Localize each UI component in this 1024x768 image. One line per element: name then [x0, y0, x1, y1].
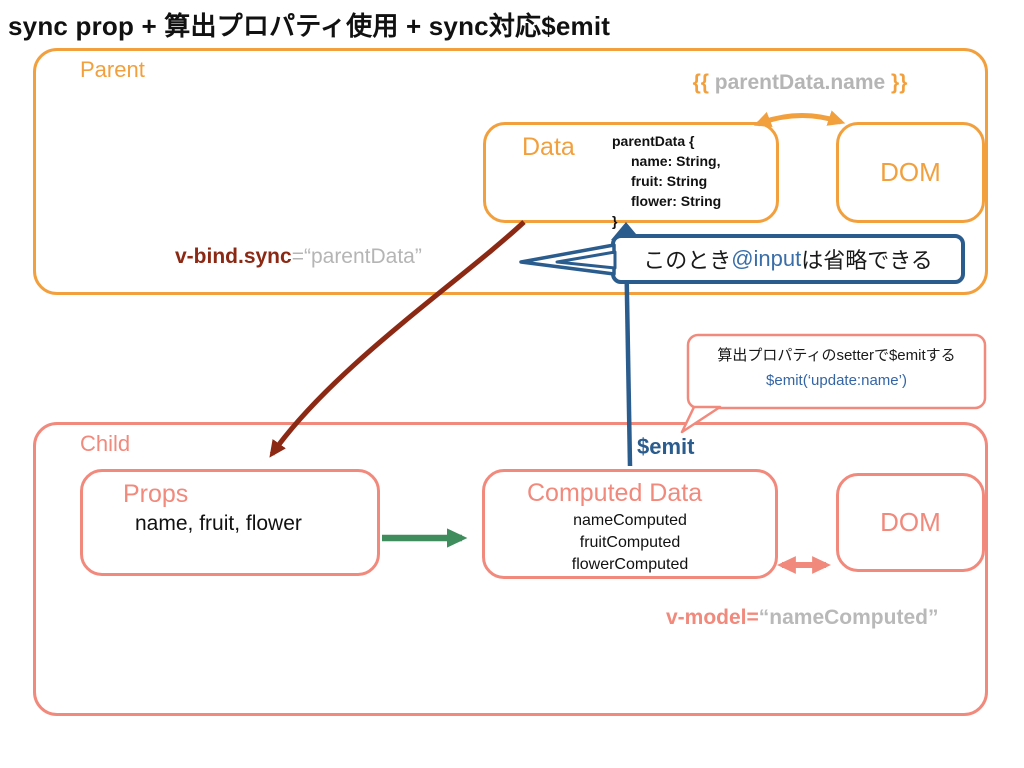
child-props-box: Props name, fruit, flower: [80, 469, 380, 576]
child-dom-label: DOM: [880, 507, 941, 537]
moustache-expression: parentData.name: [708, 71, 892, 94]
input-note-pre: このとき: [643, 248, 732, 273]
vmodel-value: “nameComputed”: [758, 606, 939, 629]
moustache-open: {{: [692, 71, 709, 94]
vbind-directive: v-bind.sync: [175, 245, 292, 268]
child-label: Child: [80, 431, 131, 456]
computed-value: fruitComputed: [579, 534, 681, 551]
computed-label: Computed Data: [527, 479, 703, 507]
vbind-value: =“parentData”: [291, 245, 422, 268]
child-computed-box: Computed Data nameComputed fruitComputed…: [482, 469, 778, 579]
input-note-code: @input: [731, 246, 802, 271]
computed-value: nameComputed: [573, 512, 687, 529]
props-values: name, fruit, flower: [135, 512, 302, 535]
vbind-sync-text: v-bind.sync=“parentData”: [175, 245, 422, 269]
emit-label: $emit: [637, 434, 695, 459]
parent-label: Parent: [80, 57, 145, 82]
code-line: }: [612, 213, 618, 229]
parent-dom-box: DOM: [836, 122, 985, 223]
child-dom-box: DOM: [836, 473, 985, 572]
computed-values: nameComputed fruitComputed flowerCompute…: [485, 510, 775, 576]
emit-callout-text: 算出プロパティのsetterで$emitする $emit(‘update:nam…: [688, 343, 985, 393]
parent-data-box: Data parentData { name: String, fruit: S…: [483, 122, 779, 229]
moustache-binding-text: {{ parentData.name }}: [660, 71, 940, 95]
page-title: sync prop + 算出プロパティ使用 + sync対応$emit: [8, 11, 611, 41]
code-line: fruit: String: [631, 173, 708, 189]
moustache-close: }}: [891, 71, 908, 94]
props-label: Props: [123, 480, 189, 508]
emit-note-line2: $emit(‘update:name’): [766, 372, 907, 389]
parent-data-label: Data: [522, 133, 575, 161]
parent-dom-label: DOM: [880, 157, 941, 187]
computed-value: flowerComputed: [571, 556, 689, 573]
code-line: name: String,: [631, 153, 721, 169]
vmodel-text: v-model=“nameComputed”: [666, 606, 938, 630]
code-line: flower: String: [631, 193, 722, 209]
input-note-post: は省略できる: [801, 248, 933, 273]
vmodel-directive: v-model=: [666, 606, 759, 629]
emit-note-line1: 算出プロパティのsetterで$emitする: [717, 347, 956, 364]
parent-data-code: parentData { name: String, fruit: String…: [612, 131, 721, 231]
code-line: parentData {: [612, 133, 695, 149]
